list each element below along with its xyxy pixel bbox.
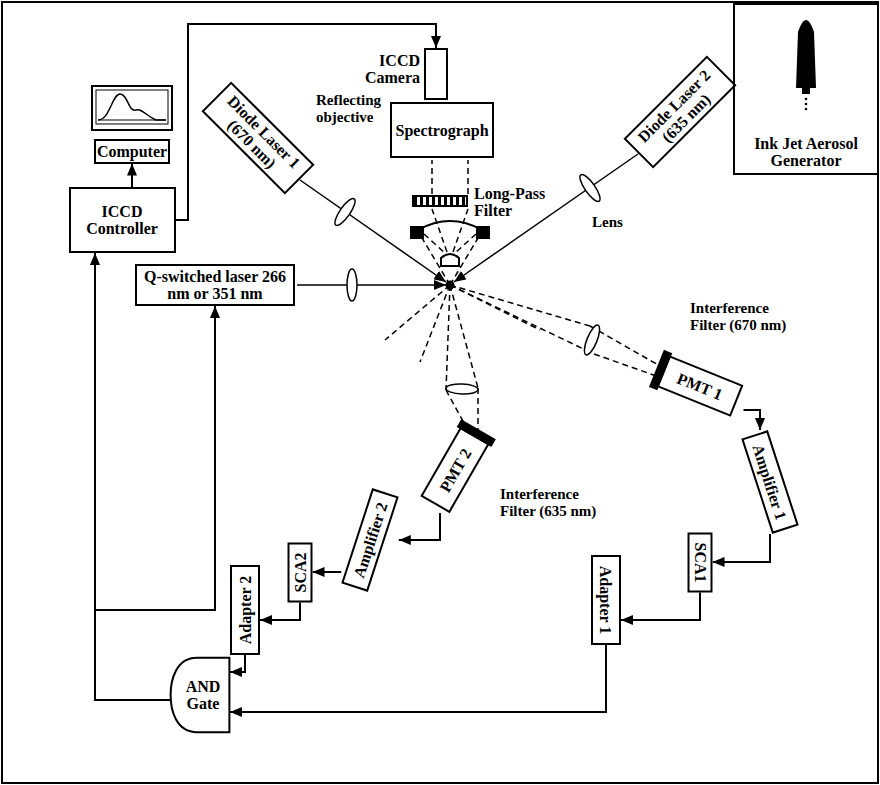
lens — [332, 172, 604, 395]
pmt-tube: PMT 1 — [657, 355, 744, 416]
node-label: Amplifier 1 — [750, 442, 790, 522]
node-label: Spectrograph — [395, 122, 488, 139]
signal-wire — [399, 513, 440, 540]
signal-wire — [95, 306, 215, 700]
signal-wire — [95, 253, 170, 700]
sca-box: SCA2 — [288, 542, 313, 602]
node-label: SCA2 — [292, 552, 309, 592]
node-label: PMT 2 — [436, 445, 474, 494]
node-label: Long-Pass Filter — [474, 185, 554, 219]
part-label: Lens — [592, 214, 636, 231]
node-label: Q-switched laser 266 nm or 351 nm — [141, 268, 289, 302]
signal-wire — [230, 655, 245, 672]
computer-box: Computer — [94, 139, 170, 164]
signal-wire — [230, 645, 606, 712]
sca-box: SCA1 — [688, 532, 713, 592]
part-label: Interference Filter (635 nm) — [500, 486, 618, 520]
node-label: Diode Laser 1 (670 nm) — [209, 89, 308, 188]
camera-box: ICCD Camera — [424, 48, 448, 100]
node-label: Diode Laser 2 (635 nm) — [631, 63, 730, 162]
signal-wire — [131, 164, 133, 188]
signal-wire — [621, 592, 700, 620]
controller-box: ICCD Controller — [69, 187, 176, 253]
adapter-box: Adapter 1 — [591, 555, 621, 645]
node-label: SCA1 — [692, 542, 709, 582]
adapter-box: Adapter 2 — [230, 565, 260, 655]
node-label: Adapter 2 — [237, 576, 254, 645]
signal-wire — [260, 602, 300, 620]
diode-laser: Diode Laser 1 (670 nm) — [201, 81, 314, 194]
node-label: Adapter 1 — [598, 566, 615, 635]
node-label: Ink Jet Aerosol Generator — [739, 135, 873, 169]
signal-wire — [744, 410, 761, 430]
node-label: ICCD Controller — [75, 203, 170, 237]
computer-monitor — [92, 86, 172, 130]
node-label: PMT 1 — [675, 369, 725, 402]
laser-beams — [297, 154, 638, 285]
pmt-tube: PMT 2 — [420, 427, 489, 513]
part-label: Reflecting objective — [316, 92, 396, 126]
sample-particle — [446, 281, 455, 290]
part-label: Interference Filter (670 nm) — [690, 300, 808, 334]
spectrograph-box: Spectrograph — [390, 102, 494, 158]
interference-filter — [649, 350, 672, 390]
diode-laser: Diode Laser 2 (635 nm) — [623, 55, 736, 168]
node-label: Amplifier 2 — [350, 500, 390, 580]
inset-panel: Ink Jet Aerosol Generator — [733, 3, 879, 175]
q-switched-laser: Q-switched laser 266 nm or 351 nm — [135, 264, 295, 306]
and-gate: AND Gate — [170, 657, 230, 733]
light-rays — [385, 160, 662, 434]
amplifier-box: Amplifier 1 — [741, 430, 799, 534]
reflecting-objective — [410, 221, 490, 266]
signal-wire — [713, 534, 771, 562]
node-label: Computer — [97, 143, 167, 160]
amplifier-box: Amplifier 2 — [341, 488, 399, 592]
node-label: AND Gate — [180, 678, 226, 712]
long-pass-filter: Long-Pass Filter — [412, 195, 468, 207]
node-label: ICCD Camera — [358, 52, 420, 86]
signal-wire — [313, 571, 342, 573]
interference-filter — [457, 419, 496, 447]
ink-jet-generator — [796, 20, 816, 110]
